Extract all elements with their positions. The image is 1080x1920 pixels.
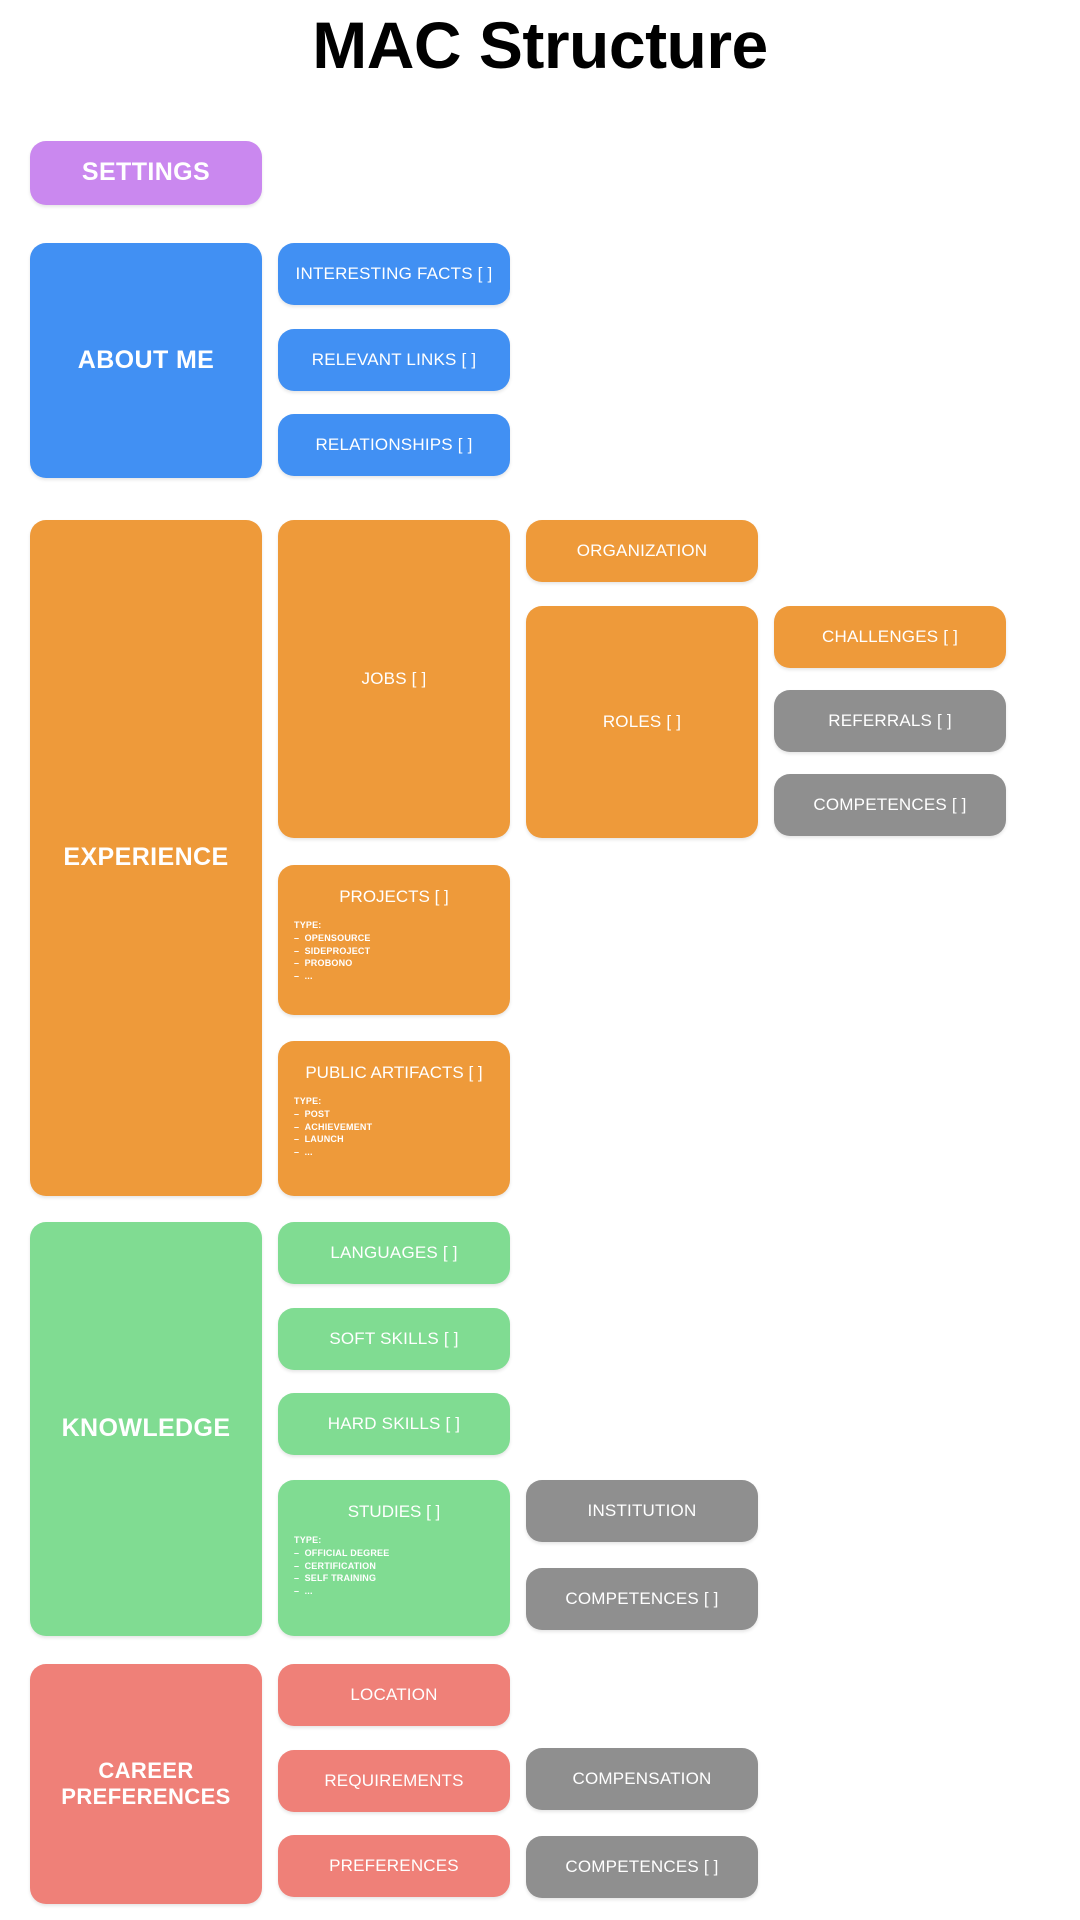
node-career-preferences[interactable]: CAREER PREFERENCES — [30, 1664, 262, 1904]
node-challenges-label: CHALLENGES [ ] — [821, 627, 958, 646]
type-item: – ACHIEVEMENT — [294, 1121, 373, 1132]
node-jobs-label: JOBS [ ] — [361, 669, 427, 688]
node-relevant-links[interactable]: RELEVANT LINKS [ ] — [278, 329, 510, 391]
node-compensation[interactable]: COMPENSATION — [526, 1748, 758, 1810]
node-roles[interactable]: ROLES [ ] — [526, 606, 758, 838]
type-item: – PROBONO — [294, 958, 353, 969]
node-interesting-facts[interactable]: INTERESTING FACTS [ ] — [278, 243, 510, 305]
node-public-artifacts-label: PUBLIC ARTIFACTS [ ] — [305, 1063, 483, 1082]
node-jobs[interactable]: JOBS [ ] — [278, 520, 510, 838]
node-studies-label: STUDIES [ ] — [347, 1502, 441, 1521]
node-experience-label: EXPERIENCE — [63, 843, 229, 872]
node-requirements[interactable]: REQUIREMENTS — [278, 1750, 510, 1812]
type-item: – CERTIFICATION — [294, 1560, 377, 1571]
node-career-competences-label: COMPETENCES [ ] — [565, 1857, 719, 1876]
node-settings[interactable]: SETTINGS — [30, 141, 262, 205]
node-preferences-label: PREFERENCES — [329, 1856, 459, 1875]
page-title: MAC Structure — [312, 8, 768, 82]
node-languages[interactable]: LANGUAGES [ ] — [278, 1222, 510, 1284]
type-item: – SELF TRAINING — [294, 1573, 377, 1584]
node-settings-label: SETTINGS — [81, 158, 211, 187]
node-preferences[interactable]: PREFERENCES — [278, 1835, 510, 1897]
node-referrals-label: REFERRALS [ ] — [828, 711, 952, 730]
type-item: – ... — [294, 1586, 313, 1597]
node-compensation-label: COMPENSATION — [572, 1769, 712, 1788]
node-challenges[interactable]: CHALLENGES [ ] — [774, 606, 1006, 668]
node-public-artifacts-type-list: TYPE: – POST – ACHIEVEMENT – LAUNCH – ..… — [278, 1095, 510, 1159]
node-public-artifacts[interactable]: PUBLIC ARTIFACTS [ ] TYPE: – POST – ACHI… — [278, 1041, 510, 1196]
node-career-preferences-label-line1: CAREER — [98, 1758, 194, 1784]
node-hard-skills-label: HARD SKILLS [ ] — [327, 1414, 461, 1433]
node-roles-competences-label: COMPETENCES [ ] — [813, 795, 967, 814]
node-experience[interactable]: EXPERIENCE — [30, 520, 262, 1196]
node-career-preferences-label-line2: PREFERENCES — [61, 1784, 231, 1809]
node-location[interactable]: LOCATION — [278, 1664, 510, 1726]
node-languages-label: LANGUAGES [ ] — [330, 1243, 458, 1262]
type-item: – LAUNCH — [294, 1134, 344, 1145]
type-item: – POST — [294, 1108, 330, 1119]
node-studies-competences[interactable]: COMPETENCES [ ] — [526, 1568, 758, 1630]
node-projects-label: PROJECTS [ ] — [339, 887, 449, 906]
node-studies-type-list: TYPE: – OFFICIAL DEGREE – CERTIFICATION … — [278, 1534, 510, 1598]
node-roles-label: ROLES [ ] — [602, 712, 682, 731]
node-roles-competences[interactable]: COMPETENCES [ ] — [774, 774, 1006, 836]
node-organization[interactable]: ORGANIZATION — [526, 520, 758, 582]
node-knowledge[interactable]: KNOWLEDGE — [30, 1222, 262, 1636]
type-item: – ... — [294, 971, 313, 982]
node-career-competences[interactable]: COMPETENCES [ ] — [526, 1836, 758, 1898]
type-item: – SIDEPROJECT — [294, 945, 371, 956]
type-item: – OFFICIAL DEGREE — [294, 1547, 390, 1558]
type-item: – ... — [294, 1147, 313, 1158]
node-projects-type-list: TYPE: – OPENSOURCE – SIDEPROJECT – PROBO… — [278, 919, 510, 983]
node-relevant-links-label: RELEVANT LINKS [ ] — [311, 350, 477, 369]
node-referrals[interactable]: REFERRALS [ ] — [774, 690, 1006, 752]
node-studies[interactable]: STUDIES [ ] TYPE: – OFFICIAL DEGREE – CE… — [278, 1480, 510, 1636]
node-interesting-facts-label: INTERESTING FACTS [ ] — [295, 264, 493, 283]
node-institution[interactable]: INSTITUTION — [526, 1480, 758, 1542]
type-heading: TYPE: — [294, 920, 322, 930]
node-hard-skills[interactable]: HARD SKILLS [ ] — [278, 1393, 510, 1455]
type-heading: TYPE: — [294, 1096, 322, 1106]
node-institution-label: INSTITUTION — [587, 1501, 697, 1520]
type-item: – OPENSOURCE — [294, 932, 371, 943]
node-projects[interactable]: PROJECTS [ ] TYPE: – OPENSOURCE – SIDEPR… — [278, 865, 510, 1015]
node-soft-skills[interactable]: SOFT SKILLS [ ] — [278, 1308, 510, 1370]
node-location-label: LOCATION — [350, 1685, 438, 1704]
node-relationships-label: RELATIONSHIPS [ ] — [315, 435, 473, 454]
node-requirements-label: REQUIREMENTS — [324, 1771, 464, 1790]
node-studies-competences-label: COMPETENCES [ ] — [565, 1589, 719, 1608]
node-organization-label: ORGANIZATION — [576, 541, 708, 560]
node-soft-skills-label: SOFT SKILLS [ ] — [329, 1329, 459, 1348]
type-heading: TYPE: — [294, 1535, 322, 1545]
node-about-me[interactable]: ABOUT ME — [30, 243, 262, 478]
node-knowledge-label: KNOWLEDGE — [61, 1414, 231, 1443]
node-about-me-label: ABOUT ME — [77, 345, 215, 374]
node-relationships[interactable]: RELATIONSHIPS [ ] — [278, 414, 510, 476]
